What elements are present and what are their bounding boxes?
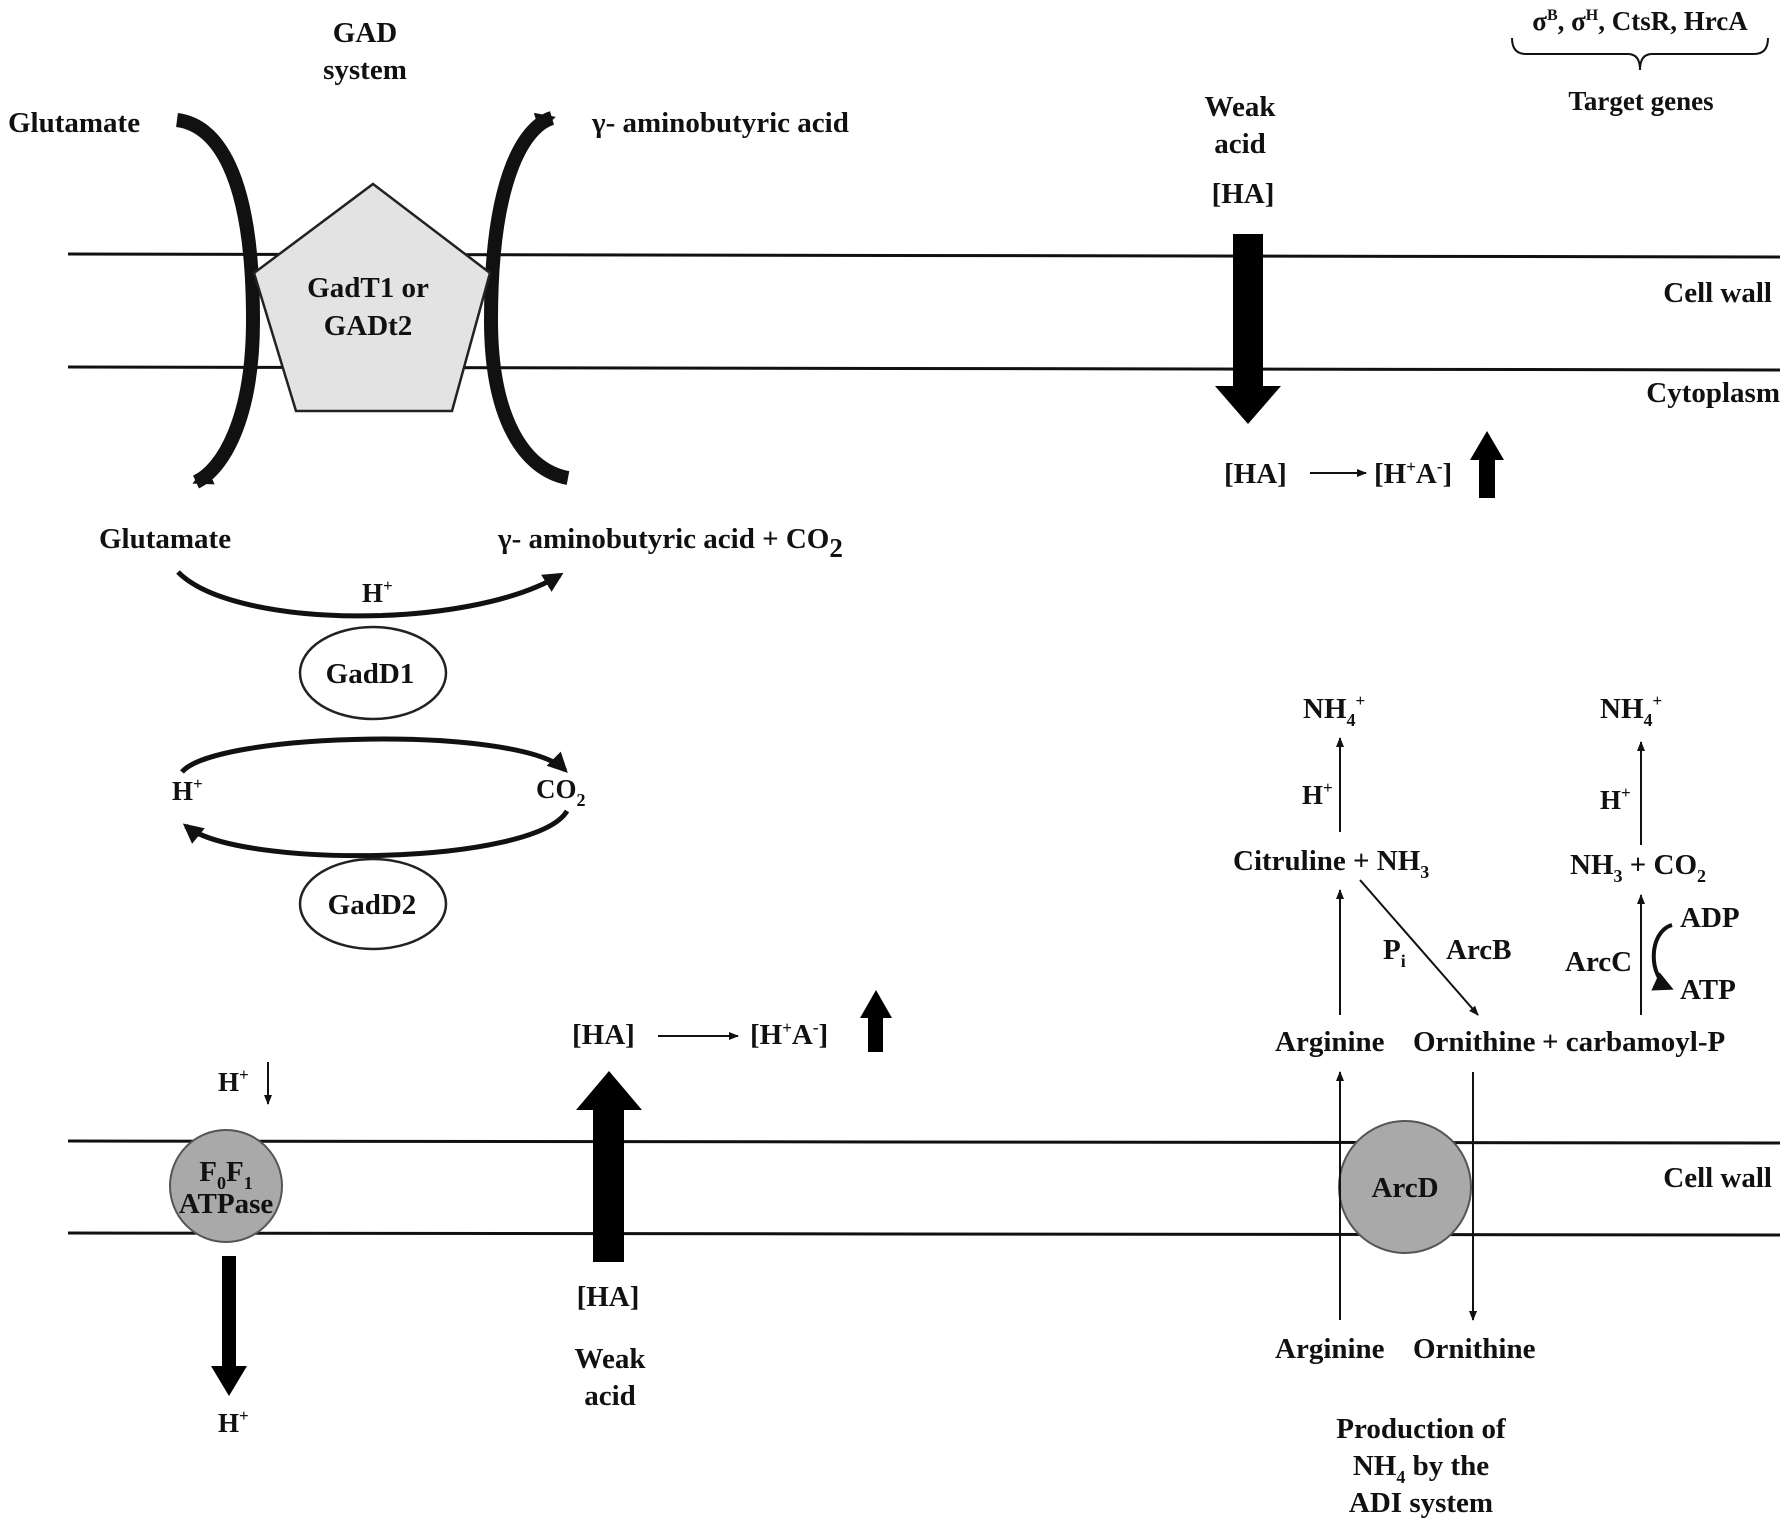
weak-acid-bottom-increase-arrow [860,990,892,1052]
gad-transporter [252,182,492,413]
gaba-co2-inside: γ- aminobutyric acid + CO2 [497,523,843,563]
gadd1-reaction-arrow [176,570,564,619]
adi-atp: ATP [1680,974,1736,1006]
adi-carbamoyl-p: + carbamoyl-P [1542,1026,1725,1058]
gad-title-line1: GAD [333,17,397,49]
gad-transporter-label-line1: GadT1 or [307,272,429,304]
adi-nh4-right: NH4+ [1600,691,1662,730]
gad-title-line2: system [323,54,407,86]
adi-nh3-co2: NH3 + CO2 [1570,849,1706,886]
cell-wall-top-label: Cell wall [1663,277,1772,309]
adi-ornithine-outside: Ornithine [1413,1333,1536,1365]
weak-acid-influx-arrow [1215,234,1281,424]
atpase-proton-efflux-arrow [211,1256,247,1396]
glutamate-import-arrow [175,113,261,489]
adi-caption-line2: NH4 by the [1353,1450,1489,1487]
weak-acid-bottom-reaction-left: [HA] [572,1019,635,1051]
gaba-outside: γ- aminobutyric acid [591,107,849,139]
atpase-proton-in-label: H+ [218,1065,249,1097]
gadd2-cycle-top-arrow [180,736,568,774]
adi-h-right: H+ [1600,783,1631,815]
adi-caption-line1: Production of [1336,1413,1506,1445]
gad-transporter-label-line2: GADt2 [324,310,413,342]
weak-acid-top-reaction-right: [H+A-] [1374,457,1452,490]
adi-citruline: Citruline + NH3 [1233,845,1429,882]
atpase-complex [169,1129,283,1243]
gadd2-enzyme [298,857,448,951]
bottom-membrane [67,1139,1781,1237]
weak-acid-bottom-ha: [HA] [577,1281,640,1313]
adi-nh4-left: NH4+ [1303,691,1365,730]
weak-acid-top-line1: Weak [1205,91,1277,123]
atpase-proton-out-label: H+ [218,1406,249,1438]
regulators-label: σB, σH, CtsR, HrcA [1532,6,1748,36]
proton-left-label: H+ [172,774,203,806]
arcd-label: ArcD [1371,1172,1438,1204]
weak-acid-bottom-influx-arrow [576,1071,642,1262]
adi-arcb: ArcB [1446,934,1512,966]
glutamate-outside: Glutamate [8,107,140,139]
gaba-export-arrow [483,111,570,485]
cytoplasm-label: Cytoplasm [1646,377,1780,409]
weak-acid-bottom-line2: acid [584,1380,636,1412]
weak-acid-bottom-reaction-right: [H+A-] [750,1018,828,1051]
weak-acid-top-ha: [HA] [1212,178,1275,210]
weak-acid-bottom-line1: Weak [575,1343,647,1375]
gadd2-cycle-bottom-arrow [182,809,570,859]
adi-arginine-outside: Arginine [1275,1333,1385,1365]
adi-ornithine-inside: Ornithine [1413,1026,1536,1058]
gadd1-enzyme [298,625,448,721]
proton-consumed-label: H+ [362,576,393,608]
atpase-label-line2: ATPase [179,1188,274,1220]
gadd2-label: GadD2 [328,889,417,921]
weak-acid-top-increase-arrow [1470,431,1504,498]
cell-wall-bottom-label: Cell wall [1663,1162,1772,1194]
glutamate-inside: Glutamate [99,523,231,555]
adi-caption-line3: ADI system [1349,1487,1493,1519]
adi-adp-atp-arrow [1651,923,1674,991]
regulators-brace [1511,37,1769,71]
weak-acid-top-reaction-left: [HA] [1224,458,1287,490]
adi-adp: ADP [1680,902,1740,934]
adi-pi: Pi [1383,934,1406,971]
target-genes-label: Target genes [1568,86,1713,116]
gadd1-label: GadD1 [326,658,415,690]
adi-citruline-to-ornithine-arrow [1359,879,1479,1016]
weak-acid-top-line2: acid [1214,128,1266,160]
adi-arginine-inside: Arginine [1275,1026,1385,1058]
adi-h-left: H+ [1302,778,1333,810]
co2-label: CO2 [536,774,586,810]
adi-arcc: ArcC [1565,946,1632,978]
atpase-label-line1: F0F1 [199,1156,252,1193]
